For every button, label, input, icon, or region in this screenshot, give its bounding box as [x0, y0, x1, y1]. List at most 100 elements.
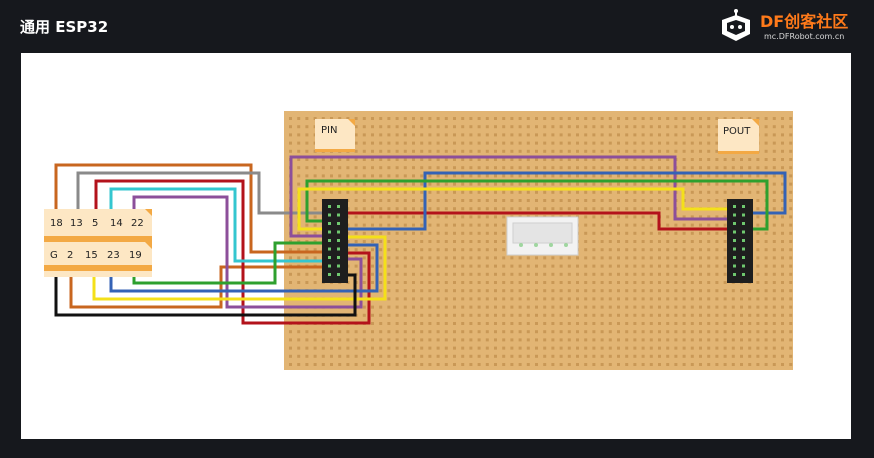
stripboard-hole [625, 166, 629, 170]
stripboard-hole [682, 215, 686, 219]
stripboard-hole [658, 174, 661, 178]
stripboard-hole [412, 133, 415, 137]
stripboard-hole [608, 117, 612, 120]
stripboard-hole [494, 354, 497, 358]
stripboard-hole [477, 231, 481, 235]
stripboard-hole [428, 240, 432, 243]
stripboard-hole [772, 166, 776, 170]
stripboard-hole [781, 305, 784, 309]
stripboard-hole [641, 240, 645, 243]
stripboard-hole [321, 190, 325, 194]
stripboard-hole [289, 346, 292, 350]
stripboard-hole [436, 264, 440, 268]
stripboard-hole [600, 190, 604, 194]
stripboard-hole [297, 338, 301, 342]
stripboard-hole [641, 322, 645, 325]
stripboard-hole [608, 166, 612, 170]
stripboard-hole [371, 190, 374, 194]
stripboard-hole [395, 354, 399, 358]
stripboard-hole [690, 215, 694, 219]
stripboard-hole [690, 141, 694, 145]
stripboard-hole [682, 346, 686, 350]
stripboard-hole [551, 289, 555, 293]
stripboard-hole [674, 125, 678, 129]
stripboard-hole [789, 158, 793, 161]
stripboard-hole [764, 297, 768, 301]
stripboard-hole [658, 248, 661, 252]
stripboard-hole [535, 256, 538, 260]
stripboard-hole [764, 149, 768, 153]
stripboard-hole [379, 363, 383, 366]
stripboard-hole [633, 313, 637, 317]
stripboard-hole [412, 338, 415, 342]
stripboard-hole [723, 174, 727, 178]
stripboard-hole [576, 305, 579, 309]
stripboard-hole [715, 166, 719, 170]
stripboard-hole [379, 313, 383, 317]
stripboard-hole [772, 289, 776, 293]
stripboard-hole [395, 289, 399, 293]
stripboard-hole [379, 223, 383, 227]
stripboard-hole [625, 322, 629, 325]
stripboard-hole [772, 117, 776, 120]
stripboard-hole [559, 289, 563, 293]
stripboard-hole [395, 166, 399, 170]
stripboard-hole [641, 199, 645, 202]
stripboard-hole [789, 207, 793, 211]
stripboard-hole [305, 174, 309, 178]
stripboard-hole [731, 174, 735, 178]
stripboard-hole [379, 330, 383, 334]
stripboard-hole [469, 354, 473, 358]
wire-yellow [92, 235, 387, 301]
stripboard-hole [403, 207, 407, 211]
stripboard-hole [502, 133, 506, 137]
stripboard-hole [395, 125, 399, 129]
stripboard-hole [567, 199, 571, 202]
stripboard-hole [412, 231, 415, 235]
stripboard-hole [502, 346, 506, 350]
stripboard-hole [535, 117, 538, 120]
stripboard-hole [772, 190, 776, 194]
stripboard-hole [461, 231, 465, 235]
stripboard-hole [494, 207, 497, 211]
stripboard-hole [584, 322, 588, 325]
stripboard-hole [641, 215, 645, 219]
stripboard-hole [387, 272, 391, 276]
stripboard-hole [321, 338, 325, 342]
stripboard-hole [707, 125, 711, 129]
stripboard-hole [502, 141, 506, 145]
header-pin [733, 256, 736, 259]
stripboard-hole [559, 354, 563, 358]
stripboard-hole [543, 322, 547, 325]
stripboard-hole [600, 354, 604, 358]
stripboard-hole [617, 363, 620, 366]
stripboard-hole [789, 149, 793, 153]
stripboard-hole [633, 125, 637, 129]
stripboard-hole [649, 264, 653, 268]
wire-orange-lower [69, 265, 331, 309]
stripboard-hole [485, 322, 489, 325]
stripboard-hole [690, 223, 694, 227]
stripboard-hole [510, 133, 514, 137]
stripboard-hole [469, 297, 473, 301]
stripboard-hole [649, 149, 653, 153]
stripboard-hole [436, 133, 440, 137]
stripboard-hole [362, 166, 366, 170]
stripboard-hole [453, 141, 456, 145]
stripboard-hole [477, 264, 481, 268]
stripboard-hole [649, 289, 653, 293]
stripboard-hole [690, 125, 694, 129]
stripboard-hole [600, 117, 604, 120]
stripboard-hole [608, 305, 612, 309]
stripboard-hole [707, 166, 711, 170]
stripboard-hole [666, 174, 670, 178]
stripboard-hole [551, 363, 555, 366]
stripboard-hole [469, 158, 473, 161]
stripboard-hole [477, 158, 481, 161]
stripboard-hole [699, 322, 702, 325]
stripboard-hole [477, 149, 481, 153]
stripboard-hole [617, 215, 620, 219]
stripboard-hole [707, 363, 711, 366]
stripboard-hole [346, 363, 350, 366]
stripboard-hole [535, 199, 538, 202]
